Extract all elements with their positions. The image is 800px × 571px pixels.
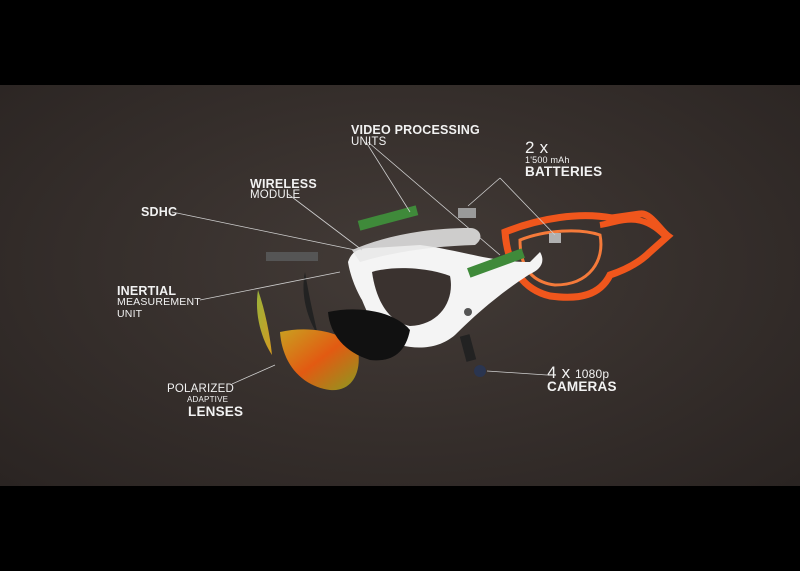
label-lenses-pre1: POLARIZED — [167, 383, 234, 395]
label-lenses: LENSES — [188, 404, 244, 419]
lens-orange — [280, 329, 359, 391]
label-batteries-count: 2 x — [525, 138, 549, 157]
pcb-right — [467, 248, 525, 278]
label-inertial-sub2: UNIT — [117, 308, 143, 320]
orange-frame — [501, 210, 674, 301]
leader-lines — [171, 141, 556, 385]
label-lenses-pre2: ADAPTIVE — [187, 395, 229, 404]
battery-2 — [549, 233, 561, 243]
lens-clear — [303, 272, 318, 335]
label-cameras-resolution: 1080p — [574, 367, 610, 381]
label-batteries-capacity: 1'500 mAh — [525, 155, 570, 165]
sdhc-part — [266, 252, 318, 261]
label-video-processing-sub: UNITS — [351, 136, 387, 148]
label-cameras-count-number: 4 x — [547, 363, 571, 382]
pcb-left — [357, 205, 419, 231]
label-inertial: INERTIAL — [117, 284, 177, 298]
label-video-processing: VIDEO PROCESSING — [351, 123, 480, 137]
label-sdhc: SDHC — [141, 205, 178, 219]
label-wireless: WIRELESS — [250, 177, 317, 191]
label-cameras-count: 4 x 1080p — [547, 364, 609, 382]
lens-green — [256, 290, 272, 355]
camera-lens — [474, 365, 486, 377]
lens-dark — [328, 309, 410, 361]
camera-body — [459, 334, 477, 362]
battery-1 — [458, 208, 476, 218]
label-batteries: BATTERIES — [525, 164, 603, 179]
label-cameras: CAMERAS — [547, 379, 617, 394]
label-wireless-sub: MODULE — [250, 189, 301, 201]
label-inertial-sub1: MEASUREMENT — [117, 296, 201, 308]
